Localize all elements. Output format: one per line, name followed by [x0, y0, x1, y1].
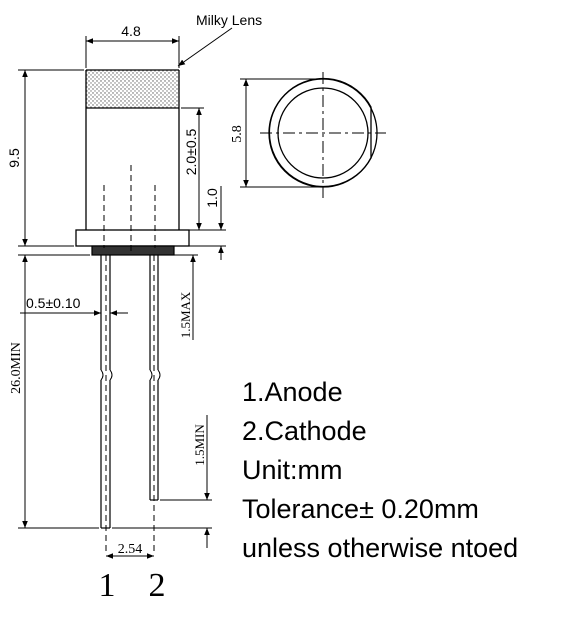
dim-lead-length — [18, 254, 99, 529]
dim-flange-thickness — [189, 186, 226, 260]
pitch-label: 2.54 — [118, 542, 143, 557]
internal-leads — [103, 165, 156, 555]
lead-diameter-label: 0.5±0.10 — [26, 295, 81, 311]
top-view — [240, 72, 386, 198]
flange — [75, 229, 190, 247]
dim-bend-max — [160, 254, 198, 340]
note-pin2: 2.Cathode — [242, 416, 367, 446]
pin-number-1: 1 — [99, 567, 116, 604]
total-height-label: 9.5 — [6, 148, 22, 168]
lens-to-flange-label: 2.0±0.5 — [183, 128, 199, 175]
lead-length-label: 26.0MIN — [9, 342, 24, 394]
led-body — [75, 69, 190, 247]
lens-diameter-label: 4.8 — [121, 23, 141, 39]
milky-lens-callout — [177, 27, 233, 67]
note-pin1: 1.Anode — [242, 377, 343, 407]
flange-thickness-label: 1.0 — [204, 188, 220, 208]
dim-lead-end — [112, 415, 212, 548]
pin-number-2: 2 — [149, 567, 166, 604]
bend-max-label: 1.5MAX — [178, 291, 193, 338]
dim-lens-diameter — [85, 36, 180, 68]
dim-lens-to-flange — [181, 107, 226, 231]
note-remark: unless otherwise ntoed — [242, 533, 519, 563]
dim-total-height — [18, 69, 84, 247]
note-tolerance: Tolerance± 0.20mm — [242, 494, 479, 524]
lead-end-label: 1.5MIN — [192, 424, 207, 466]
milky-lens-region — [86, 70, 179, 108]
notes-block: 1.Anode 2.Cathode Unit:mm Tolerance± 0.2… — [242, 373, 518, 568]
lead-base — [91, 245, 175, 256]
flange-diameter-label: 5.8 — [230, 125, 245, 143]
note-unit: Unit:mm — [242, 455, 343, 485]
leads — [100, 255, 161, 529]
milky-lens-label: Milky Lens — [196, 12, 262, 28]
